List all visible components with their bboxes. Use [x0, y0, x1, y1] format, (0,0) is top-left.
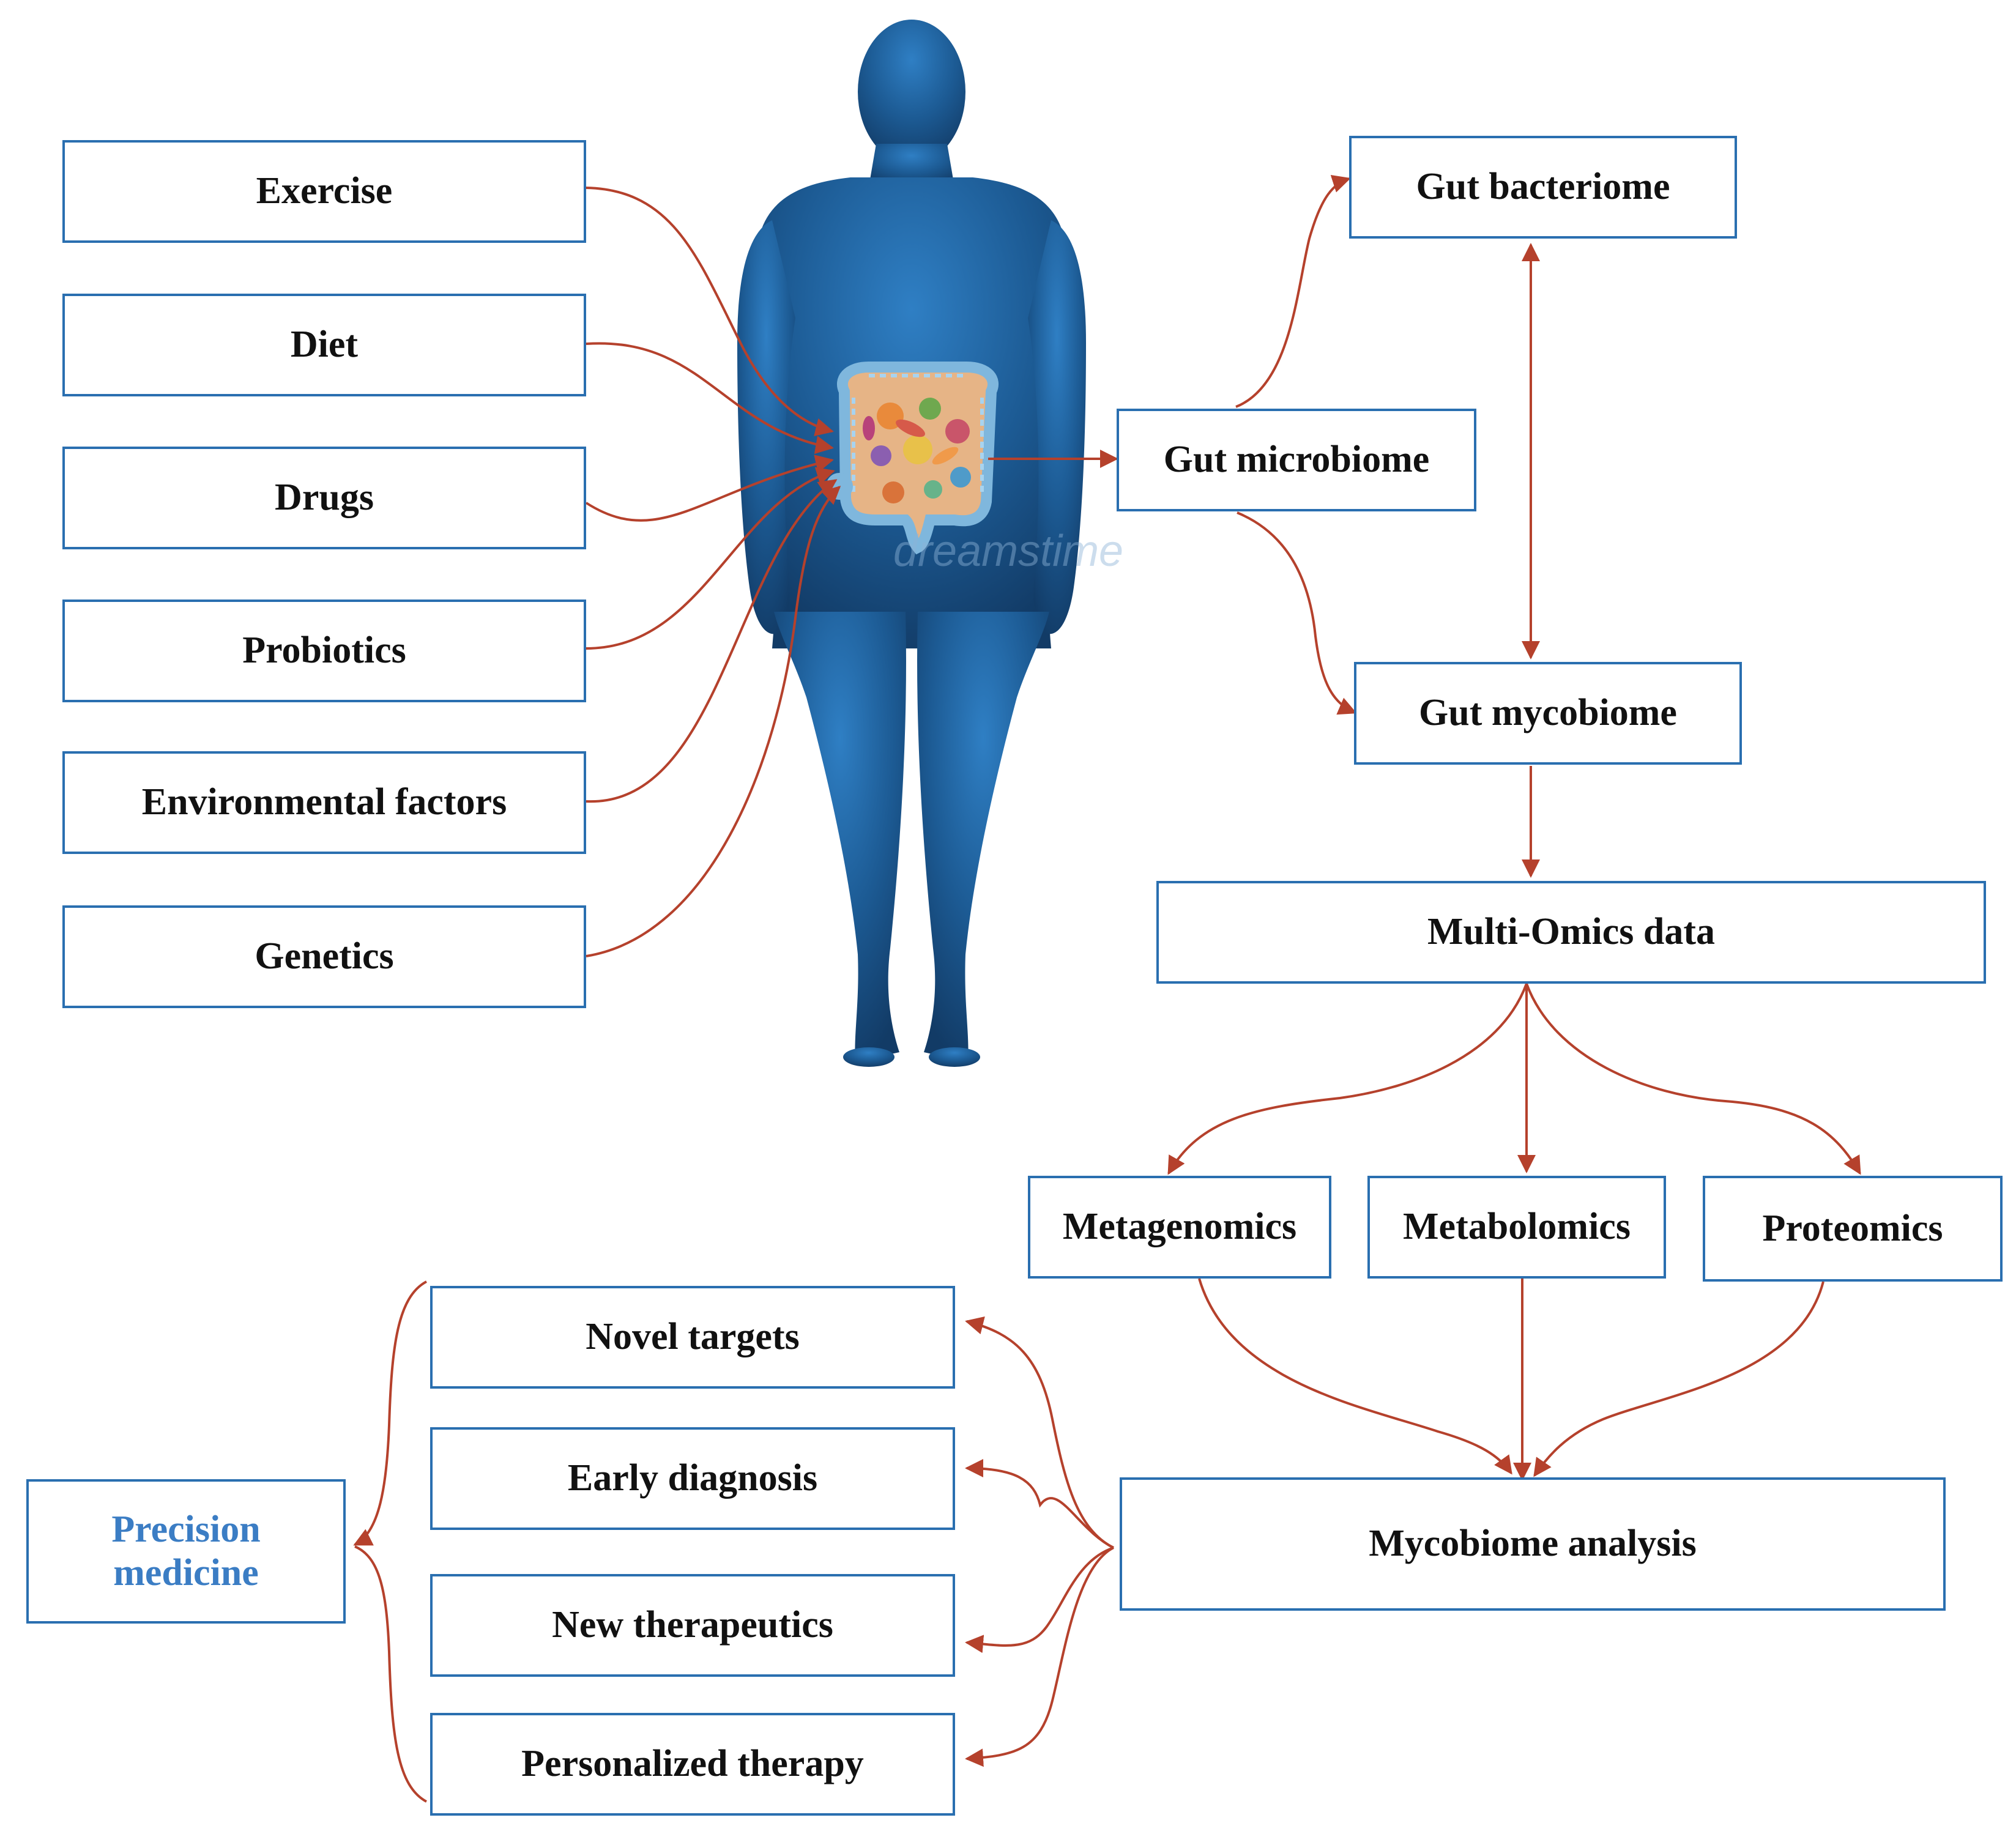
arrow-environmental-to-gut — [586, 479, 838, 803]
metagenomics-label: Metagenomics — [1062, 1206, 1297, 1248]
factor-box-probiotics: Probiotics — [62, 600, 586, 702]
arrow-microbiome-to-mycobiome — [1237, 511, 1357, 715]
precision-medicine-line2: medicine — [113, 1552, 259, 1594]
multi-omics-box: Multi-Omics data — [1156, 881, 1986, 984]
outcome-box-personalized-therapy: Personalized therapy — [430, 1713, 955, 1816]
gut-mycobiome-label: Gut mycobiome — [1419, 692, 1677, 734]
factor-box-diet: Diet — [62, 294, 586, 396]
outcome-arrows — [965, 1316, 1114, 1767]
arrow-probiotics-to-gut — [586, 467, 835, 650]
outcome-label-new-therapeutics: New therapeutics — [552, 1604, 833, 1646]
factor-box-environmental: Environmental factors — [62, 751, 586, 854]
metabolomics-box: Metabolomics — [1367, 1176, 1666, 1279]
mycobiome-analysis-label: Mycobiome analysis — [1369, 1523, 1697, 1565]
arrow-diet-to-gut — [586, 342, 834, 455]
arrow-multiomics-to-metagenomics — [1167, 983, 1528, 1175]
outcomes-bracket — [353, 1280, 427, 1803]
microbiome-arrows — [988, 174, 1861, 1481]
factor-label-genetics: Genetics — [255, 935, 394, 978]
precision-medicine-line1: Precision — [111, 1508, 261, 1550]
arrow-genetics-to-gut — [586, 485, 841, 957]
factor-arrows — [585, 187, 841, 957]
factor-label-drugs: Drugs — [275, 477, 374, 519]
mycobiome-analysis-box: Mycobiome analysis — [1120, 1477, 1946, 1611]
arrow-analysis-to-new-therapeutics — [965, 1546, 1114, 1654]
gut-mycobiome-box: Gut mycobiome — [1354, 662, 1742, 765]
outcome-label-personalized-therapy: Personalized therapy — [521, 1743, 864, 1785]
outcome-label-early-diagnosis: Early diagnosis — [567, 1457, 818, 1499]
arrow-analysis-to-early-diagnosis — [965, 1459, 1114, 1549]
watermark: dreamstime — [893, 527, 1123, 576]
factor-label-environmental: Environmental factors — [141, 781, 507, 823]
factor-label-probiotics: Probiotics — [242, 629, 406, 672]
gut-bacteriome-label: Gut bacteriome — [1416, 166, 1670, 208]
arrow-microbiome-to-bacteriome — [1235, 174, 1351, 408]
arrow-analysis-to-novel-targets — [965, 1316, 1114, 1549]
outcome-box-early-diagnosis: Early diagnosis — [430, 1427, 955, 1530]
arrow-exercise-to-gut — [586, 187, 834, 436]
outcome-box-novel-targets: Novel targets — [430, 1286, 955, 1389]
factor-box-drugs: Drugs — [62, 447, 586, 549]
proteomics-box: Proteomics — [1703, 1176, 2003, 1282]
intestine-illustration — [826, 362, 999, 555]
multi-omics-label: Multi-Omics data — [1427, 911, 1716, 953]
metabolomics-label: Metabolomics — [1403, 1206, 1631, 1248]
factor-label-diet: Diet — [290, 324, 359, 366]
gut-microbiome-label: Gut microbiome — [1163, 439, 1430, 481]
gut-bacteriome-box: Gut bacteriome — [1349, 136, 1737, 239]
arrow-analysis-to-personalized-therapy — [965, 1546, 1114, 1767]
arrow-proteomics-to-analysis — [1533, 1281, 1824, 1477]
gut-microbiome-box: Gut microbiome — [1117, 409, 1476, 511]
factor-label-exercise: Exercise — [256, 170, 393, 212]
factor-box-genetics: Genetics — [62, 905, 586, 1008]
proteomics-label: Proteomics — [1762, 1207, 1943, 1249]
arrow-multiomics-to-proteomics — [1525, 983, 1861, 1175]
human-body-silhouette — [737, 20, 1086, 1067]
arrow-metagenomics-to-analysis — [1198, 1278, 1512, 1475]
outcome-box-new-therapeutics: New therapeutics — [430, 1574, 955, 1677]
metagenomics-box: Metagenomics — [1028, 1176, 1331, 1279]
factor-box-exercise: Exercise — [62, 140, 586, 243]
arrow-drugs-to-gut — [585, 455, 834, 522]
precision-medicine-box: Precision medicine — [26, 1479, 346, 1624]
outcome-label-novel-targets: Novel targets — [586, 1316, 800, 1358]
